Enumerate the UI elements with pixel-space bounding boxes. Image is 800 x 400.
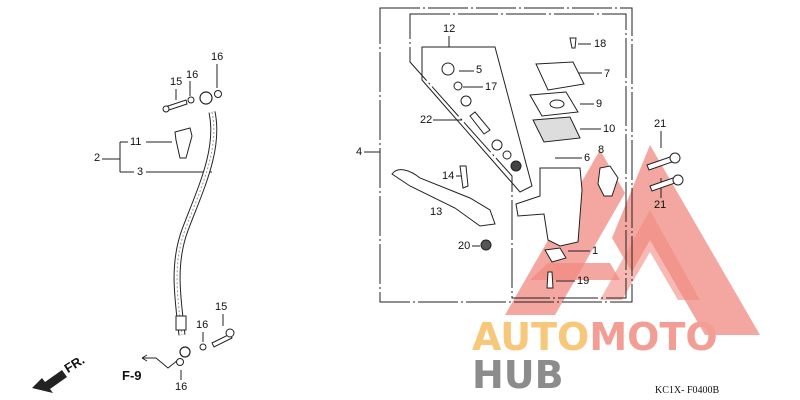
watermark-hub: HUB <box>472 353 564 397</box>
callout-19: 19 <box>577 275 590 287</box>
callout-16: 16 <box>196 319 209 331</box>
subassembly-frame <box>409 13 627 299</box>
master-cylinder-body <box>515 167 583 247</box>
lever-pivot-bolt <box>459 165 469 189</box>
callout-6: 6 <box>584 152 591 164</box>
callout-11: 11 <box>130 136 142 148</box>
bolt-15-bottom <box>211 333 233 348</box>
watermark-auto: AUTO <box>472 315 590 359</box>
callout-21: 21 <box>654 118 667 130</box>
watermark-text: AUTOMOTO HUB <box>472 318 800 394</box>
lever <box>391 169 496 227</box>
callout-22: 22 <box>420 114 433 126</box>
callout-14: 14 <box>442 170 455 182</box>
callout-7: 7 <box>604 68 611 80</box>
reservoir-cap <box>535 61 585 91</box>
switch-screw <box>546 271 554 289</box>
hose-boot <box>174 127 193 159</box>
callout-5: 5 <box>476 64 483 76</box>
reservoir-screw <box>569 37 577 49</box>
callout-21: 21 <box>654 199 667 211</box>
front-direction-arrow-icon <box>32 370 67 393</box>
reference-label-f9: F-9 <box>122 368 142 383</box>
callout-16: 16 <box>211 51 224 63</box>
callout-16: 16 <box>186 69 199 81</box>
piston-kit-frame <box>421 46 533 193</box>
callout-17: 17 <box>485 81 498 93</box>
callout-16: 16 <box>175 381 188 393</box>
callout-12: 12 <box>443 23 456 35</box>
callout-3: 3 <box>137 166 144 178</box>
brake-hose <box>173 91 218 358</box>
callout-8: 8 <box>598 144 605 156</box>
callout-1: 1 <box>592 245 599 257</box>
callout-15: 15 <box>215 301 228 313</box>
callout-18: 18 <box>594 38 607 50</box>
callout-20: 20 <box>458 240 471 252</box>
callout-13: 13 <box>430 206 443 218</box>
diaphragm <box>532 116 581 143</box>
watermark-moto: MOTO <box>589 315 718 359</box>
switch <box>544 247 567 263</box>
callout-15: 15 <box>170 76 183 88</box>
assembly-frame <box>379 7 633 303</box>
callout-9: 9 <box>596 98 603 110</box>
drawing-code: KC1X- F0400B <box>655 385 720 396</box>
callout-2: 2 <box>94 152 101 164</box>
callout-10: 10 <box>603 123 616 135</box>
callout-4: 4 <box>356 146 363 158</box>
holder <box>597 165 619 197</box>
